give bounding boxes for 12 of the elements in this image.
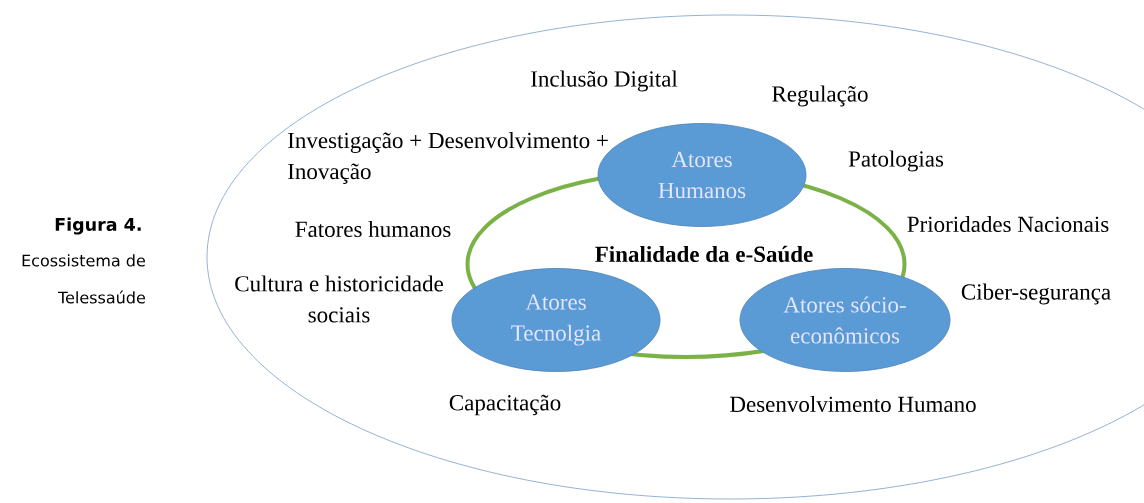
factor-label: Capacitação bbox=[449, 394, 561, 416]
figure-caption: Ecossistema de Telessaúde bbox=[22, 254, 145, 304]
figure-title: Figura 4. bbox=[55, 217, 141, 235]
factor-label: Ciber-segurança bbox=[961, 283, 1111, 305]
factor-label: Regulação bbox=[772, 85, 868, 107]
factor-label: Patologias bbox=[848, 150, 944, 172]
factor-label: Fatores humanos bbox=[295, 220, 451, 238]
center-label: Finalidade da e-Saúde bbox=[595, 245, 813, 263]
factor-label: Desenvolvimento Humano bbox=[730, 395, 976, 413]
factor-label: Cultura e historicidade sociais bbox=[235, 275, 443, 323]
factor-label: Prioridades Nacionais bbox=[907, 215, 1109, 233]
factor-label: Inclusão Digital bbox=[531, 70, 678, 92]
